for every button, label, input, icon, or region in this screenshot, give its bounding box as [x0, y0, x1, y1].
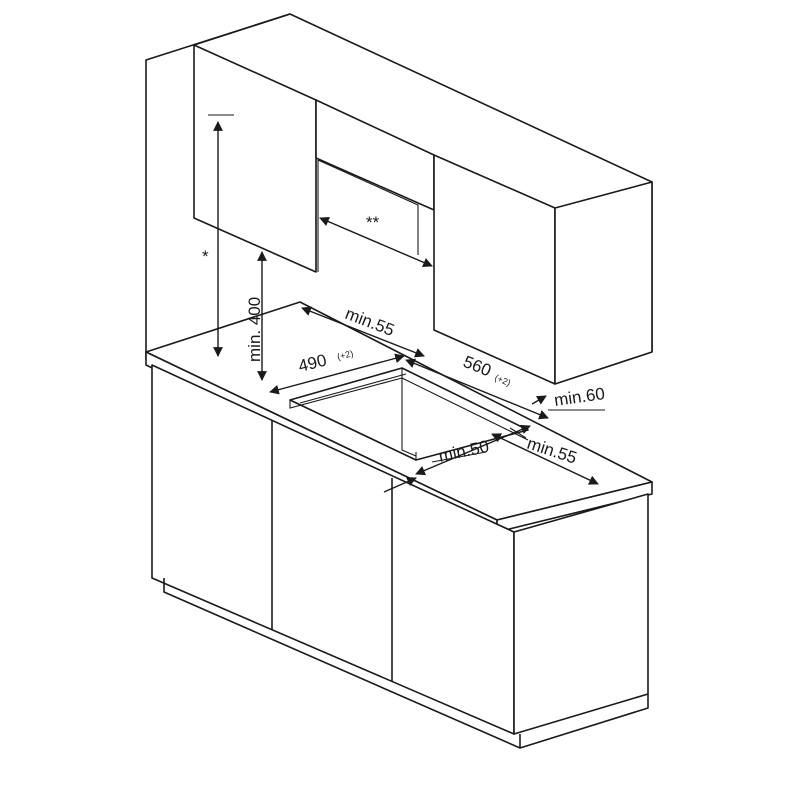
label-min60: min.60 — [553, 384, 606, 410]
dim-double-star-arrow — [319, 216, 433, 268]
dim-min60-arrow — [531, 395, 547, 405]
upper-cabinets — [193, 13, 653, 385]
label-star: * — [202, 247, 209, 266]
dim-cutout-front-arrow — [383, 477, 417, 493]
label-560: 560 — [461, 352, 494, 380]
label-490-tolerance: (+2) — [336, 348, 354, 362]
upper-cabinet-right-side — [554, 181, 653, 385]
label-double-star: ** — [366, 213, 380, 232]
dim-min55-top-arrow — [301, 306, 425, 358]
upper-cabinet-top — [193, 13, 291, 46]
upper-cabinet-middle — [315, 99, 435, 211]
label-560-tolerance: (+2) — [493, 373, 512, 388]
dim-560-arrow — [405, 358, 549, 420]
plinth — [163, 578, 649, 749]
base-cabinets — [151, 364, 649, 749]
upper-cabinet-left — [193, 44, 317, 273]
dim-min55-right-tick — [509, 427, 527, 439]
dim-min55-right-arrow — [491, 433, 599, 485]
dim-490-arrow — [269, 353, 405, 395]
label-min400: min. 400 — [245, 297, 264, 362]
dim-min50-leader — [431, 451, 487, 463]
base-cabinet-side — [513, 493, 649, 735]
upper-cabinet-right — [433, 154, 556, 385]
dimension-lines — [208, 114, 605, 493]
